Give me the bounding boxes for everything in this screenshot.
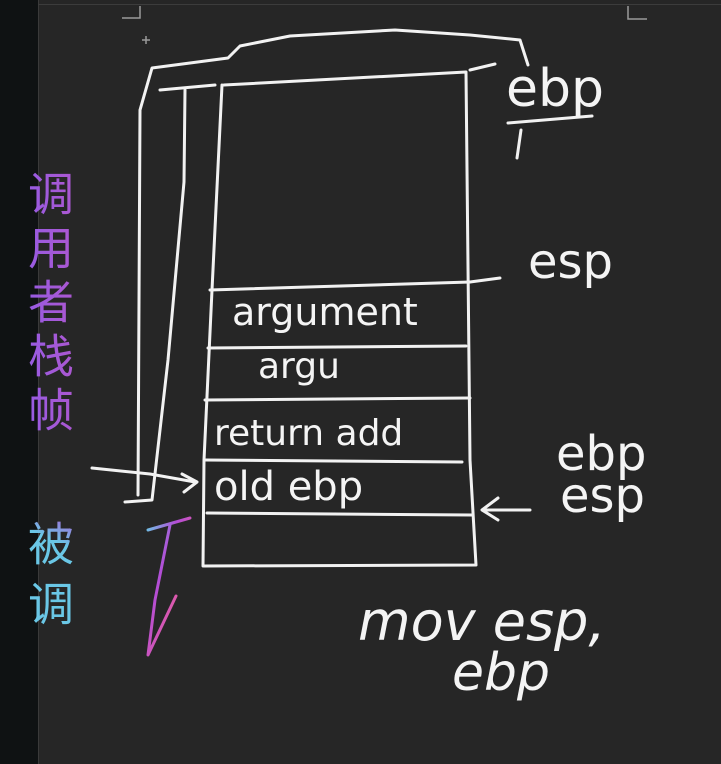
stack-box-outline [201, 70, 478, 568]
label-return-addr: return add [214, 413, 403, 454]
callee-arrow [146, 516, 192, 657]
corner-mark-right [627, 6, 647, 20]
label-ebp-right: ebp [556, 426, 646, 482]
left-gutter [0, 0, 39, 764]
caller-bracket [123, 83, 217, 504]
line-args [206, 344, 468, 350]
label-argument: argument [232, 290, 418, 334]
caller-outer-bracket [136, 28, 530, 497]
corner-mark-left [122, 6, 141, 19]
esp-pointer-line [468, 276, 502, 284]
line-bottom [205, 511, 474, 517]
label-esp-mid: esp [528, 234, 613, 290]
label-old-ebp: old ebp [214, 464, 363, 510]
editor-top-border [38, 4, 721, 5]
label-mov-line1: mov esp, [358, 590, 606, 653]
label-mov-line2: ebp [452, 643, 550, 703]
cursor-mark [142, 36, 150, 44]
ebp-top-pointer [468, 62, 594, 160]
line-esp [208, 280, 472, 292]
label-callee: 被调 [21, 520, 75, 640]
label-ebp-top: ebp [506, 59, 604, 119]
label-esp-right: esp [560, 468, 645, 524]
label-argv: argu [258, 346, 340, 387]
line-ret [203, 396, 472, 402]
arrow-from-caller [90, 466, 199, 494]
line-oldebp [203, 458, 464, 464]
label-caller-stack: 调用者栈帧 [21, 170, 75, 440]
arrow-ebp-esp [480, 496, 532, 522]
callee-label: 被调 [21, 520, 75, 640]
caller-stack-frame-label: 调用者栈帧 [21, 170, 75, 440]
